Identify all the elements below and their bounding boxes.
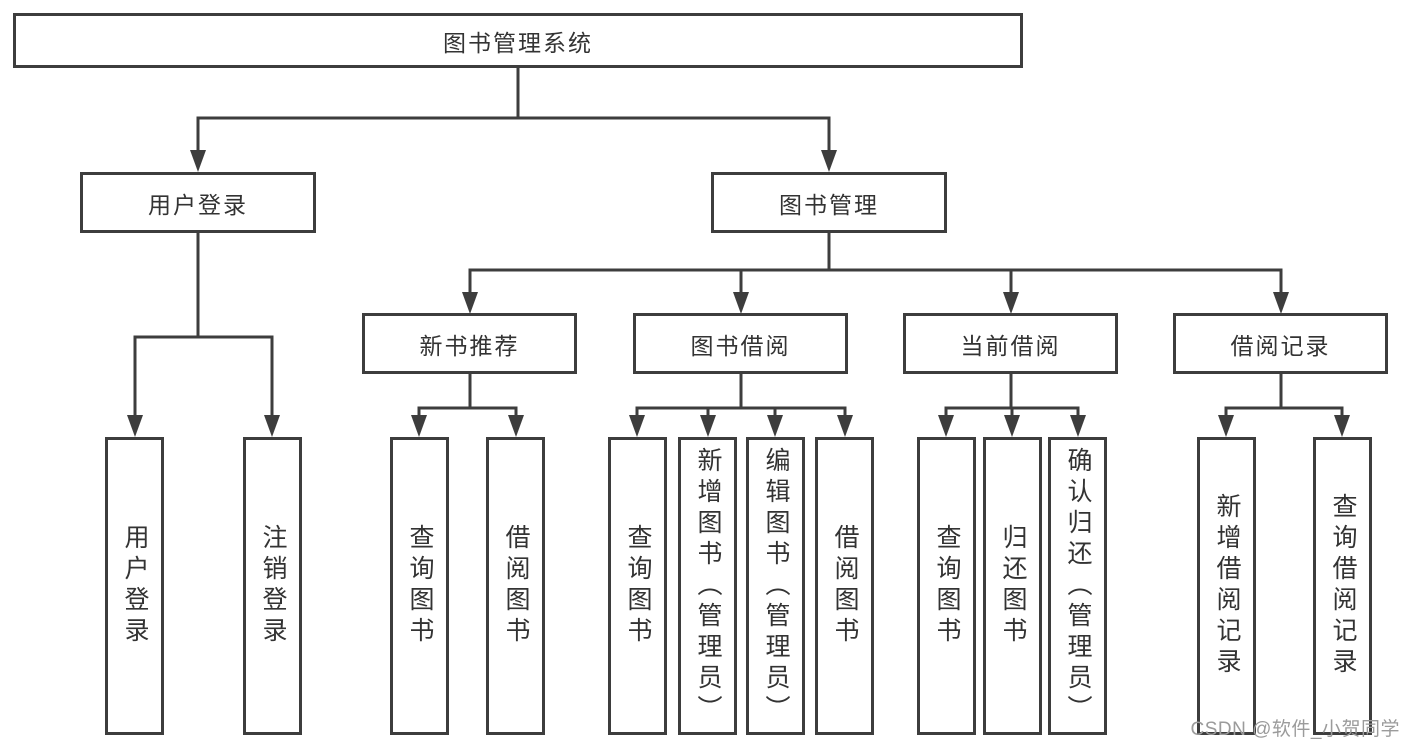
leaf-user-login: 用户登录 (105, 437, 164, 735)
node-label: 确认归还（管理员） (1064, 446, 1092, 726)
arrowheads (127, 150, 1350, 437)
node-label: 新书推荐 (419, 332, 520, 359)
node-current-borrowing: 当前借阅 (903, 313, 1118, 374)
leaf-borrow-books-recommend: 借阅图书 (486, 437, 545, 735)
node-user-login-branch: 用户登录 (80, 172, 316, 233)
node-label: 借阅图书 (831, 524, 859, 648)
leaf-query-books-current: 查询图书 (917, 437, 976, 735)
node-label: 借阅记录 (1230, 332, 1331, 359)
leaf-add-book-admin: 新增图书（管理员） (678, 437, 737, 735)
leaf-add-borrow-record: 新增借阅记录 (1197, 437, 1256, 735)
node-borrowing-records: 借阅记录 (1173, 313, 1388, 374)
leaf-logout: 注销登录 (243, 437, 302, 735)
node-label: 图书管理系统 (443, 29, 593, 56)
watermark: CSDN @软件_小贺同学 (1190, 719, 1400, 740)
leaf-return-book: 归还图书 (983, 437, 1042, 735)
node-label: 查询图书 (624, 524, 652, 648)
leaf-confirm-return-admin: 确认归还（管理员） (1048, 437, 1107, 735)
node-label: 归还图书 (999, 524, 1027, 648)
node-label: 注销登录 (259, 524, 287, 648)
node-label: 当前借阅 (960, 332, 1061, 359)
node-label: 新增借阅记录 (1213, 493, 1241, 679)
node-label: 图书管理 (779, 191, 879, 218)
leaf-query-books-borrowing: 查询图书 (608, 437, 667, 735)
node-label: 新增图书（管理员） (694, 446, 722, 726)
node-label: 用户登录 (121, 524, 149, 648)
node-book-management: 图书管理 (711, 172, 947, 233)
leaf-borrow-books-borrowing: 借阅图书 (815, 437, 874, 735)
node-label: 查询图书 (406, 524, 434, 648)
node-book-borrowing: 图书借阅 (633, 313, 848, 374)
leaf-edit-book-admin: 编辑图书（管理员） (746, 437, 805, 735)
node-label: 图书借阅 (690, 332, 791, 359)
node-label: 用户登录 (148, 191, 248, 218)
leaf-query-borrow-record: 查询借阅记录 (1313, 437, 1372, 735)
node-label: 借阅图书 (502, 524, 530, 648)
node-label: 查询图书 (933, 524, 961, 648)
node-label: 查询借阅记录 (1329, 493, 1357, 679)
node-new-book-recommend: 新书推荐 (362, 313, 577, 374)
node-root: 图书管理系统 (13, 13, 1023, 68)
node-label: 编辑图书（管理员） (762, 446, 790, 726)
leaf-query-books-recommend: 查询图书 (390, 437, 449, 735)
